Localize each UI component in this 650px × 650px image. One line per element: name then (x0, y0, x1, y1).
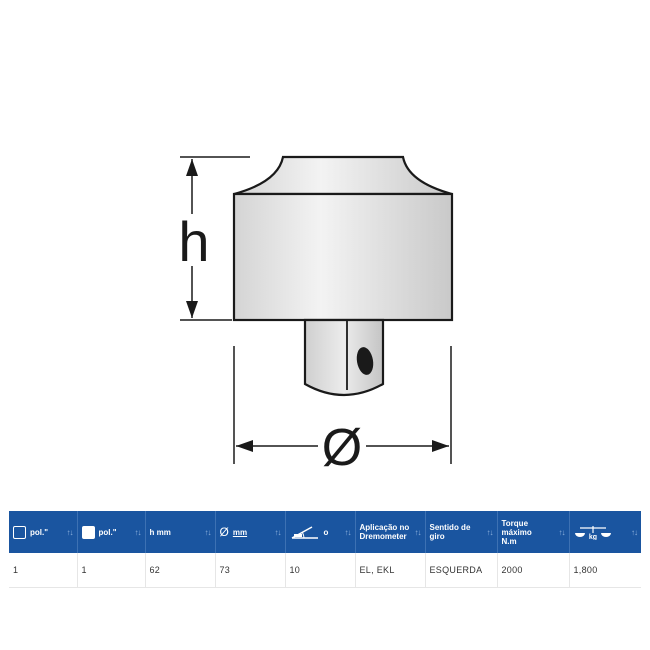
adapter-square-drive (303, 318, 385, 397)
sort-icon[interactable]: ↑↓ (414, 527, 422, 537)
adapter-collar (233, 155, 453, 196)
cell-diameter: 73 (215, 553, 286, 588)
col-rotation[interactable]: Sentido de giro ↑↓ (425, 511, 498, 553)
scale-icon: kg (574, 526, 611, 540)
table-row: 1 1 62 73 10 EL, EKL ESQUERDA 2000 1,800 (9, 553, 641, 588)
cell-angle: 10 (285, 553, 356, 588)
col-angle[interactable]: o ↑↓ (285, 511, 356, 553)
sort-icon[interactable]: ↑↓ (631, 527, 638, 537)
sort-icon[interactable]: ↑↓ (134, 527, 142, 537)
adapter-body (232, 192, 454, 322)
spec-table: pol." ↑↓ pol." ↑↓ h mm ↑↓ Ø mm ↑↓ (9, 511, 641, 588)
cell-weight: 1,800 (569, 553, 641, 588)
square-outline-icon (13, 525, 26, 539)
col-application[interactable]: Aplicação no Dremometer ↑↓ (355, 511, 426, 553)
col-torque[interactable]: Torque máximo N.m ↑↓ (497, 511, 570, 553)
adapter-drawing: h Ø (178, 155, 454, 477)
sort-icon[interactable]: ↑↓ (204, 527, 212, 537)
table-header-row: pol." ↑↓ pol." ↑↓ h mm ↑↓ Ø mm ↑↓ (9, 511, 641, 553)
diameter-icon: Ø (219, 524, 229, 539)
col-diameter[interactable]: Ø mm ↑↓ (215, 511, 286, 553)
angle-icon (291, 526, 318, 539)
square-filled-icon (81, 525, 95, 539)
cell-application: EL, EKL (355, 553, 426, 588)
cell-square-socket: 1 (77, 553, 146, 588)
detent-ball (356, 347, 374, 375)
cell-height: 62 (145, 553, 216, 588)
svg-text:kg: kg (588, 534, 596, 540)
col-weight[interactable]: kg ↑↓ (569, 511, 641, 553)
height-label: h (178, 210, 209, 273)
diameter-label: Ø (322, 419, 362, 477)
sort-icon[interactable]: ↑↓ (344, 527, 352, 537)
cell-rotation: ESQUERDA (425, 553, 498, 588)
sort-icon[interactable]: ↑↓ (486, 527, 494, 537)
col-height[interactable]: h mm ↑↓ (145, 511, 216, 553)
sort-icon[interactable]: ↑↓ (558, 527, 566, 537)
col-square-drive[interactable]: pol." ↑↓ (9, 511, 78, 553)
sort-icon[interactable]: ↑↓ (274, 527, 282, 537)
cell-torque: 2000 (497, 553, 570, 588)
cell-square-drive: 1 (9, 553, 78, 588)
sort-icon[interactable]: ↑↓ (66, 527, 74, 537)
col-square-socket[interactable]: pol." ↑↓ (77, 511, 146, 553)
